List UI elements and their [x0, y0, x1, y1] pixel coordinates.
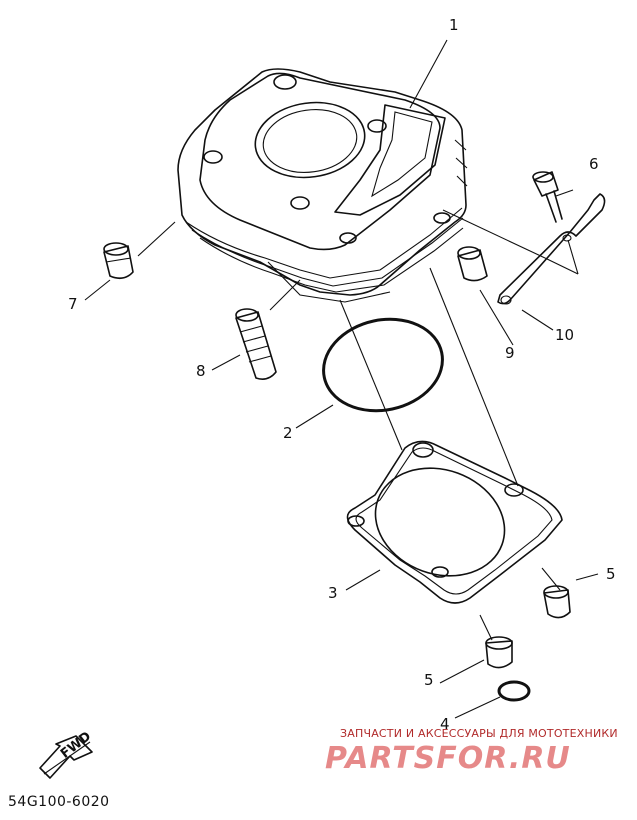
callout-3: 3 — [328, 584, 338, 602]
callout-6: 6 — [589, 155, 599, 173]
dowel-pin-center — [485, 636, 513, 669]
callout-9: 9 — [505, 344, 515, 362]
small-o-ring — [497, 680, 531, 702]
dowel-pin-lower — [543, 585, 571, 619]
callout-1: 1 — [449, 16, 459, 34]
watermark-logo: PARTSFOR.RU — [325, 741, 571, 776]
watermark-tagline: ЗАПЧАСТИ И АКСЕССУАРЫ ДЛЯ МОТОТЕХНИКИ — [340, 727, 618, 740]
stud-bolt — [235, 308, 277, 380]
bolt — [532, 171, 563, 223]
callout-8: 8 — [196, 362, 206, 380]
callout-10: 10 — [555, 326, 575, 344]
dowel-pin-left — [103, 242, 134, 280]
dowel-pin-right — [457, 246, 488, 282]
leader-lines — [84, 39, 599, 719]
bracket — [497, 193, 606, 305]
cylinder-block — [177, 68, 468, 303]
base-gasket — [346, 440, 563, 604]
fwd-arrow-icon — [39, 735, 93, 779]
callout-7: 7 — [68, 295, 78, 313]
callout-5-center: 5 — [424, 671, 434, 689]
o-ring — [322, 317, 444, 413]
callout-4: 4 — [440, 715, 450, 733]
part-code: 54G100-6020 — [8, 794, 110, 810]
callout-5-right: 5 — [606, 565, 616, 583]
callout-2: 2 — [283, 424, 293, 442]
